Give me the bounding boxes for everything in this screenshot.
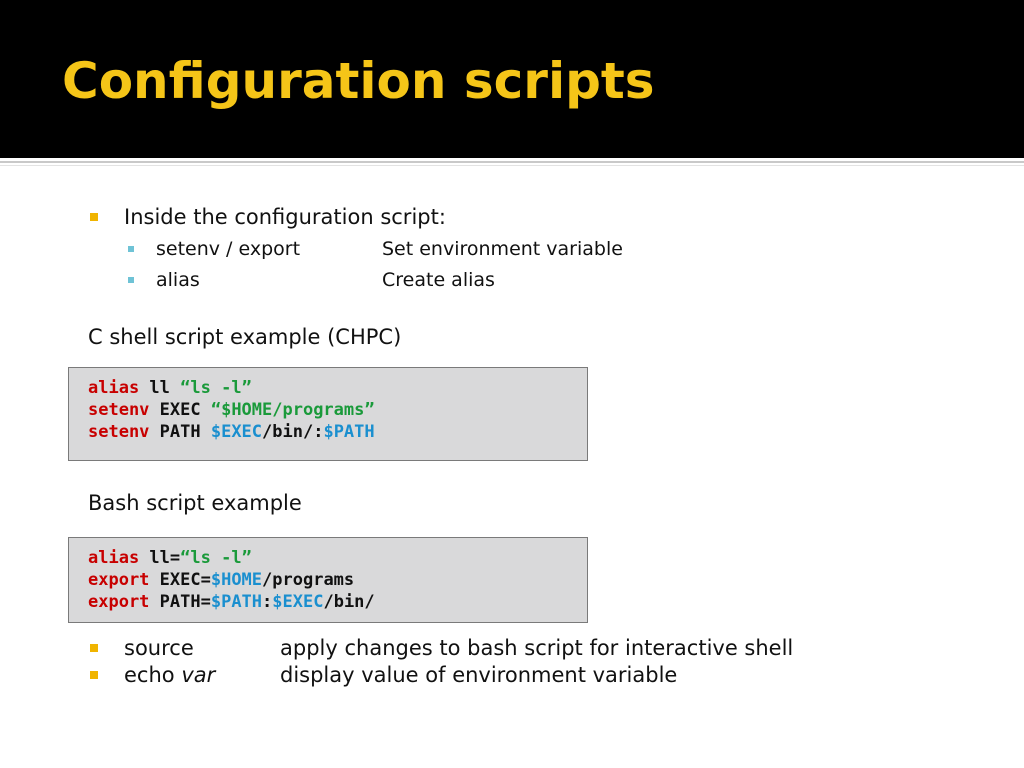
code-line: export EXEC=$HOME/programs (88, 569, 587, 591)
bullet-icon (90, 644, 98, 652)
code-string: “ls -l” (180, 548, 252, 568)
intro-text: Inside the configuration script: (124, 205, 446, 229)
code-line: export PATH=$PATH:$EXEC/bin/ (88, 591, 587, 613)
code-variable: $PATH (323, 422, 375, 442)
code-string: “$HOME/programs” (210, 400, 375, 420)
code-variable: $EXEC (272, 592, 324, 612)
code-keyword: setenv (88, 422, 150, 442)
code-text: : (262, 592, 273, 612)
sub-item-command: setenv / export (156, 238, 301, 260)
divider-line (0, 161, 1024, 163)
sub-item-description: Create alias (382, 269, 495, 291)
code-text: /bin/: (262, 422, 324, 442)
code-variable: $EXEC (210, 422, 263, 442)
sub-item-command: alias (156, 269, 200, 291)
bullet-icon (90, 213, 98, 221)
code-line: alias ll “ls -l” (88, 377, 587, 399)
code-text: /bin/ (323, 592, 375, 612)
code-text: /programs (262, 570, 355, 590)
code-keyword: setenv (88, 400, 150, 420)
code-variable: $PATH (210, 592, 263, 612)
bullet-icon (90, 671, 98, 679)
code-line: alias ll=“ls -l” (88, 547, 587, 569)
code-text: PATH= (149, 592, 211, 612)
sub-bullet-icon (128, 277, 134, 283)
code-variable: $HOME (210, 570, 263, 590)
code-keyword: export (88, 592, 150, 612)
sub-bullet-icon (128, 246, 134, 252)
csh-code-block: alias ll “ls -l” setenv EXEC “$HOME/prog… (68, 367, 588, 461)
code-line: setenv EXEC “$HOME/programs” (88, 399, 587, 421)
code-string: “ls -l” (180, 378, 252, 398)
title-bar: Configuration scripts (0, 0, 1024, 158)
code-text: ll= (139, 548, 181, 568)
command-source: source (124, 636, 194, 660)
code-keyword: export (88, 570, 150, 590)
command-description: display value of environment variable (280, 663, 678, 687)
bash-heading: Bash script example (88, 491, 302, 515)
slide-title: Configuration scripts (62, 52, 655, 110)
command-echo-var: var (181, 663, 216, 687)
code-keyword: alias (88, 378, 140, 398)
command-echo: echo var (124, 663, 215, 687)
code-keyword: alias (88, 548, 140, 568)
code-text: ll (139, 378, 181, 398)
command-description: apply changes to bash script for interac… (280, 636, 794, 660)
command-echo-text: echo (124, 663, 182, 687)
code-text: EXEC (149, 400, 211, 420)
bash-code-block: alias ll=“ls -l” export EXEC=$HOME/progr… (68, 537, 588, 623)
code-text: EXEC= (149, 570, 211, 590)
divider-line-thin (0, 165, 1024, 166)
sub-item-description: Set environment variable (382, 238, 623, 260)
code-text: PATH (149, 422, 211, 442)
code-line: setenv PATH $EXEC/bin/:$PATH (88, 421, 587, 443)
csh-heading: C shell script example (CHPC) (88, 325, 402, 349)
